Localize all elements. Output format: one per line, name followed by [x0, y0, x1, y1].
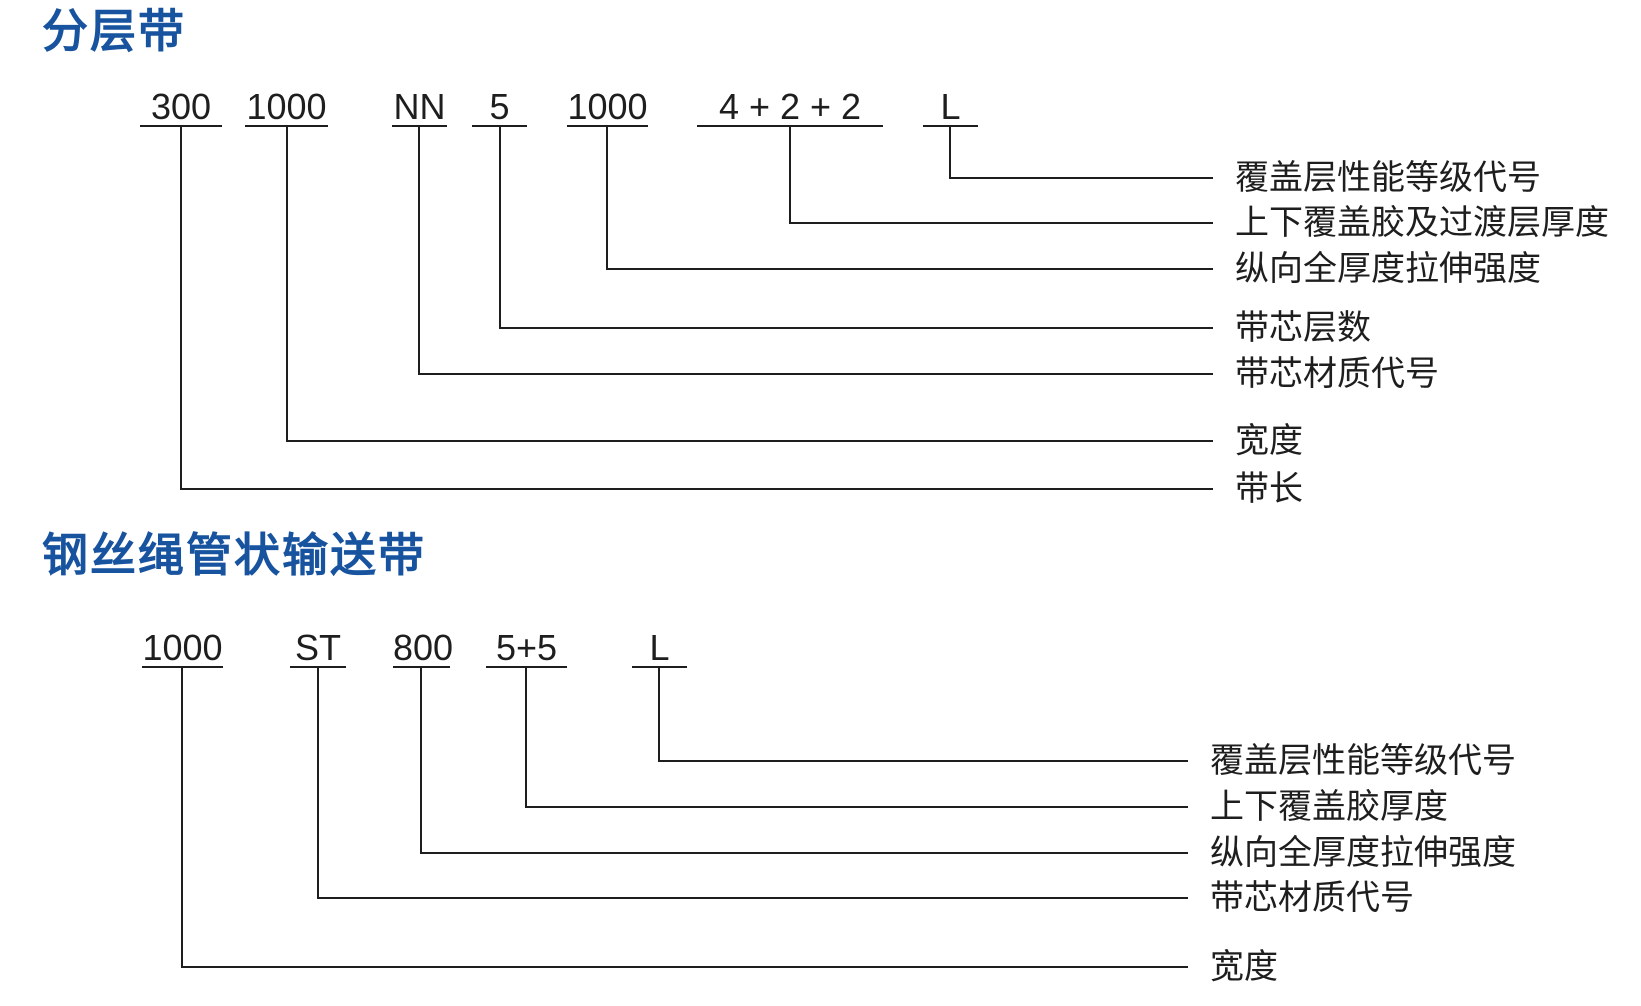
- s1-connector-hline: [180, 488, 1213, 490]
- s1-label-belt-length: 带长: [1235, 470, 1303, 508]
- s1-connector-hline: [418, 373, 1213, 375]
- s1-connector-vline: [499, 127, 501, 329]
- s1-code-belt-length: 300: [140, 85, 222, 127]
- s1-code-cover-thickness: 4 + 2 + 2: [697, 85, 883, 127]
- s2-connector-hline: [181, 966, 1188, 968]
- s2-connector-vline: [420, 668, 422, 854]
- s1-connector-hline: [606, 268, 1213, 270]
- s2-label-width: 宽度: [1210, 948, 1278, 986]
- s2-connector-hline: [658, 760, 1188, 762]
- s2-connector-hline: [525, 806, 1188, 808]
- s1-label-core-material: 带芯材质代号: [1235, 355, 1439, 393]
- s2-connector-vline: [525, 668, 527, 808]
- s2-label-core-material: 带芯材质代号: [1210, 879, 1414, 917]
- s2-connector-vline: [181, 668, 183, 968]
- s2-connector-vline: [317, 668, 319, 899]
- s1-connector-hline: [949, 177, 1213, 179]
- s1-connector-hline: [286, 440, 1213, 442]
- s2-code-cover-thickness: 5+5: [486, 626, 567, 668]
- s2-connector-vline: [658, 668, 660, 762]
- s1-connector-hline: [499, 327, 1213, 329]
- s1-label-cover-grade: 覆盖层性能等级代号: [1235, 159, 1541, 197]
- s2-code-tensile-strength: 800: [393, 627, 454, 668]
- s1-code-core-material: NN: [392, 86, 447, 127]
- s1-label-tensile-strength: 纵向全厚度拉伸强度: [1235, 250, 1541, 288]
- s1-connector-hline: [789, 222, 1213, 224]
- s2-code-core-material: ST: [290, 626, 346, 668]
- s1-connector-vline: [418, 127, 420, 375]
- s2-label-cover-grade: 覆盖层性能等级代号: [1210, 742, 1516, 780]
- s2-code-width: 1000: [142, 627, 223, 668]
- s2-code-cover-grade: L: [632, 626, 687, 668]
- s1-connector-vline: [789, 127, 791, 224]
- s1-code-width: 1000: [245, 86, 328, 127]
- section1-title: 分层带: [42, 5, 186, 57]
- s1-connector-vline: [606, 127, 608, 270]
- s2-connector-hline: [420, 852, 1188, 854]
- s1-label-cover-thickness: 上下覆盖胶及过渡层厚度: [1235, 204, 1609, 242]
- s1-label-width: 宽度: [1235, 422, 1303, 460]
- s2-label-cover-thickness: 上下覆盖胶厚度: [1210, 788, 1448, 826]
- s1-code-tensile-strength: 1000: [567, 86, 648, 127]
- s1-label-ply-count: 带芯层数: [1235, 309, 1371, 347]
- s1-connector-vline: [286, 127, 288, 442]
- s2-label-tensile-strength: 纵向全厚度拉伸强度: [1210, 834, 1516, 872]
- s1-connector-vline: [949, 127, 951, 179]
- s2-connector-hline: [317, 897, 1188, 899]
- s1-connector-vline: [180, 127, 182, 490]
- section2-title: 钢丝绳管状输送带: [42, 529, 426, 581]
- s1-code-cover-grade: L: [923, 85, 978, 127]
- s1-code-ply-count: 5: [472, 85, 527, 127]
